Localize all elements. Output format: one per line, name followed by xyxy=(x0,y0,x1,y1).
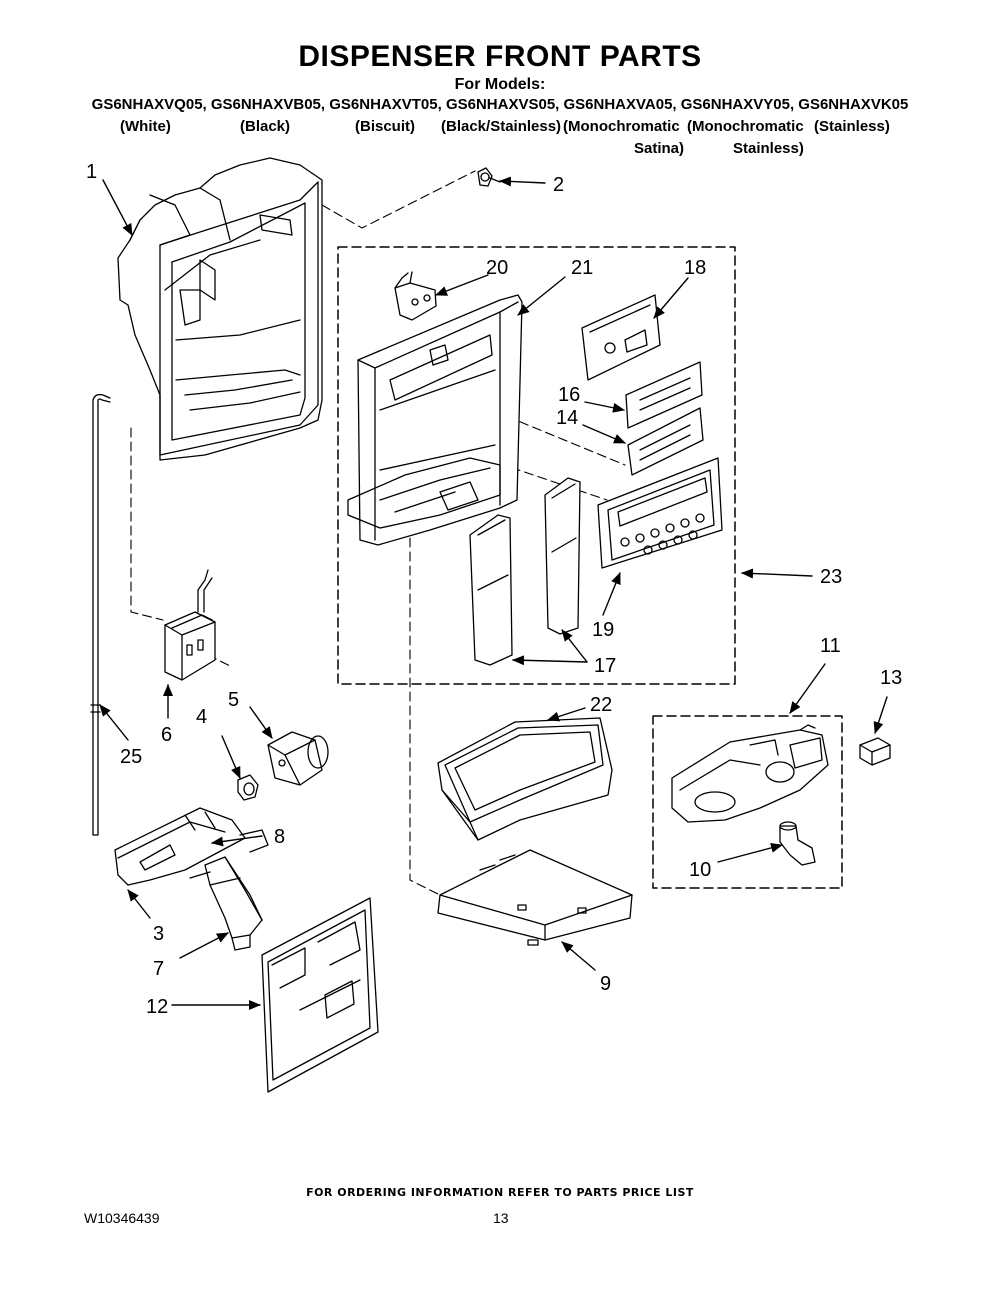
variant-biscuit: (Biscuit) xyxy=(355,118,415,135)
part-10-fitting xyxy=(779,821,816,866)
part-5-motor xyxy=(267,731,329,786)
callout-7: 7 xyxy=(153,958,164,980)
callout-18: 18 xyxy=(684,257,706,279)
callout-4: 4 xyxy=(196,706,207,728)
part-25-tube xyxy=(90,393,111,836)
callout-10: 10 xyxy=(689,859,711,881)
callout-22: 22 xyxy=(590,694,612,716)
ordering-note: FOR ORDERING INFORMATION REFER TO PARTS … xyxy=(306,1186,694,1199)
callout-14: 14 xyxy=(556,407,578,429)
variant-monochromatic-stainless: (Monochromatic xyxy=(687,118,804,135)
dispenser-assembly-box xyxy=(337,246,736,685)
callout-13: 13 xyxy=(880,667,902,689)
variant-satina-cont: Satina) xyxy=(634,140,685,157)
callout-5: 5 xyxy=(228,689,239,711)
part-11-assembly xyxy=(671,724,829,823)
callout-11: 11 xyxy=(820,635,841,657)
page-title: DISPENSER FRONT PARTS xyxy=(298,40,702,73)
ice-water-assembly-box xyxy=(652,715,843,889)
variant-black: (Black) xyxy=(240,118,291,135)
page-number: 13 xyxy=(493,1210,509,1226)
document-id: W10346439 xyxy=(84,1210,160,1226)
callout-8: 8 xyxy=(274,826,285,848)
part-17-paddles xyxy=(469,477,581,666)
part-13-small-part xyxy=(859,737,891,766)
part-23-control-panel xyxy=(597,457,723,569)
part-12-panel xyxy=(261,897,379,1093)
part-6-module xyxy=(164,569,216,681)
callout-12: 12 xyxy=(146,996,168,1018)
part-1-housing xyxy=(117,157,323,461)
callout-23: 23 xyxy=(820,566,842,588)
part-16-board xyxy=(625,361,703,429)
callout-19: 19 xyxy=(592,619,614,641)
part-21-dispenser-housing xyxy=(347,294,523,546)
part-3-bracket xyxy=(114,807,269,886)
callout-21: 21 xyxy=(571,257,593,279)
part-4-small-part xyxy=(237,774,259,801)
callout-2: 2 xyxy=(553,174,564,196)
callout-20: 20 xyxy=(486,257,508,279)
callout-1: 1 xyxy=(86,161,97,183)
variant-monochromatic-satina: (Monochromatic xyxy=(563,118,680,135)
part-2-screw xyxy=(477,167,501,187)
variant-stainless-cont: Stainless) xyxy=(733,140,804,157)
callout-6: 6 xyxy=(161,724,172,746)
model-numbers: GS6NHAXVQ05, GS6NHAXVB05, GS6NHAXVT05, G… xyxy=(91,96,909,113)
part-20-switch xyxy=(394,271,437,321)
variant-black-stainless: (Black/Stainless) xyxy=(441,118,562,135)
part-14-board xyxy=(627,407,704,476)
variant-stainless: (Stainless) xyxy=(814,118,890,135)
part-9-tray-plate xyxy=(437,849,633,946)
callout-arrows xyxy=(99,176,888,1010)
part-7-lever xyxy=(189,856,263,951)
part-22-drip-tray xyxy=(437,717,613,841)
callout-25: 25 xyxy=(120,746,142,768)
part-18-board xyxy=(581,294,661,381)
callout-9: 9 xyxy=(600,973,611,995)
variant-white: (White) xyxy=(120,118,171,135)
callout-3: 3 xyxy=(153,923,164,945)
callout-16: 16 xyxy=(558,384,580,406)
for-models-label: For Models: xyxy=(454,76,546,93)
callout-17: 17 xyxy=(594,655,616,677)
